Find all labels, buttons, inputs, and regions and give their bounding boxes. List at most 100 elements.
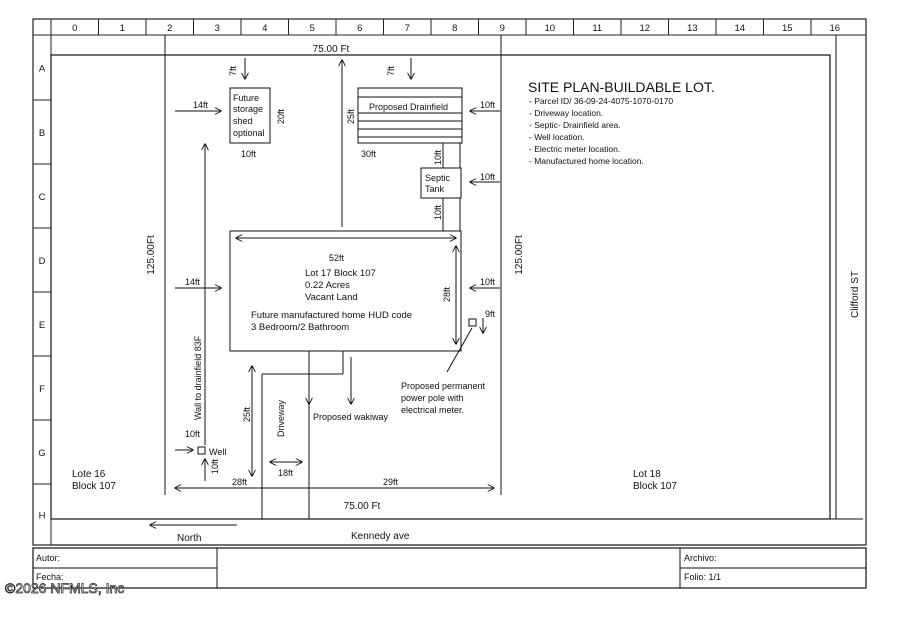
grid-column-label: 9 [500,23,505,34]
lot-right-depth: 125.00Ft [514,235,525,275]
driveway-width: 18ft [278,468,294,478]
septic-line2: Tank [425,184,445,194]
well-label: Well [209,447,226,457]
bottom-right-offset: 29ft [383,477,399,487]
grid-row-label: B [39,128,45,139]
septic-bottom-gap: 10ft [433,204,443,220]
street-bottom: Kennedy ave [351,531,410,542]
grid-column-label: 5 [310,23,315,34]
neighbor-right-line1: Lot 18 [633,469,661,480]
shed-width: 10ft [241,149,257,159]
lot-left-depth: 125.00Ft [146,235,157,275]
home-line1: Lot 17 Block 107 [305,268,376,279]
grid-column-label: 1 [120,23,125,34]
title-block: Autor: Fecha: Archivo: Folio: 1/1 [32,547,867,589]
grid-row-label: D [39,256,46,267]
info-list: - Parcel ID/ 36-09-24-4075-1070-0170 - Dr… [529,96,673,166]
pole-line1: Proposed permanent [401,381,486,391]
well-bottom-offset: 10ft [210,458,220,474]
info-item: - Well location. [529,132,585,142]
grid-row-label: E [39,320,45,331]
septic-top-gap: 10ft [433,149,443,165]
grid-row-label: C [39,192,46,203]
power-pole: 9ft Proposed permanent power pole with e… [401,309,496,415]
drainfield-right-offset: 10ft [480,100,496,110]
grid-column-label: 7 [405,23,410,34]
info-item: - Electric meter location. [529,144,620,154]
drawing-frame [32,18,867,546]
info-item: - Manufactured home location. [529,156,644,166]
info-item: - Parcel ID/ 36-09-24-4075-1070-0170 [529,96,673,106]
grid-column-label: 3 [215,23,220,34]
shed-line1: Future [233,93,259,103]
home-line3: Vacant Land [305,292,358,303]
grid-column-label: 12 [639,23,650,34]
drainfield-top-offset: 7ft [386,65,396,76]
driveway-length: 25ft [242,406,252,422]
drainfield-width: 30ft [361,149,377,159]
grid-column-label: 8 [452,23,457,34]
neighbor-right-line2: Block 107 [633,481,677,492]
lot-top-width: 75.00 Ft [313,44,350,55]
drainfield: Proposed Drainfield 30ft [357,87,463,159]
wall-to-drainfield: Wall to drainfield 83F [193,144,205,445]
shed-line4: optional [233,128,265,138]
north-label: North [177,533,201,544]
pole-offset: 9ft [485,309,496,319]
grid-column-label: 6 [357,23,362,34]
neighbor-left-line1: Lote 16 [72,469,106,480]
home-width: 52ft [329,253,345,263]
well-left-offset: 10ft [185,429,201,439]
shed-height: 20ft [276,108,286,124]
plan-title: SITE PLAN-BUILDABLE LOT. [528,79,715,95]
pole-line2: power pole with [401,393,464,403]
grid-column-label: 4 [262,23,267,34]
home-desc1: Future manufactured home HUD code [251,310,412,321]
home-depth: 28ft [442,286,452,302]
titleblock-fecha: Fecha: [36,572,64,582]
titleblock-archivo: Archivo: [684,553,717,563]
grid-row-ticks: A B C D E F G H [33,64,51,546]
lot-bottom-width: 75.00 Ft [344,501,381,512]
grid-column-label: 2 [167,23,172,34]
titleblock-folio: Folio: 1/1 [684,572,721,582]
shed-line3: shed [233,116,253,126]
grid-column-label: 13 [687,23,698,34]
copyright-watermark: ©2026 NFMLS, Inc [5,580,124,596]
grid-column-label: 10 [544,23,555,34]
drainfield-depth: 25ft [346,108,356,124]
well: Well 10ft 10ft [175,429,226,481]
grid-column-label: 16 [829,23,840,34]
grid-column-label: 14 [734,23,745,34]
pole-line3: electrical meter. [401,405,464,415]
info-item: - Driveway location. [529,108,603,118]
bottom-left-offset: 28ft [232,477,248,487]
grid-row-label: F [39,384,45,395]
driveway-label: Driveway [276,399,286,437]
septic-right-offset: 10ft [480,172,496,182]
grid-row-label: H [39,511,46,522]
grid-row-label: G [38,448,45,459]
storage-shed: Future storage shed optional 10ft 20ft [229,87,286,159]
wall-label: Wall to drainfield 83F [193,335,203,420]
info-item: - Septic- Drainfield area. [529,120,621,130]
lot-boundary [50,35,863,546]
walkway-label: Proposed wakiway [313,412,389,422]
driveway: Driveway 25ft 18ft [242,366,310,519]
grid-column-label: 11 [592,23,602,34]
titleblock-autor: Autor: [36,553,60,563]
manufactured-home: 52ft Lot 17 Block 107 0.22 Acres Vacant … [229,230,462,352]
home-line2: 0.22 Acres [305,280,350,291]
grid-row-label: A [39,64,46,75]
shed-top-offset: 7ft [228,65,238,76]
street-right: Clifford ST [850,271,861,318]
home-desc2: 3 Bedroom/2 Bathroom [251,322,349,333]
home-left-offset: 14ft [185,277,201,287]
grid-column-label: 0 [72,23,77,34]
septic-tank: Septic Tank 10ft 10ft [420,143,462,231]
grid-column-label: 15 [782,23,793,34]
neighbor-left-line2: Block 107 [72,481,116,492]
walkway: Proposed wakiway [309,351,389,422]
